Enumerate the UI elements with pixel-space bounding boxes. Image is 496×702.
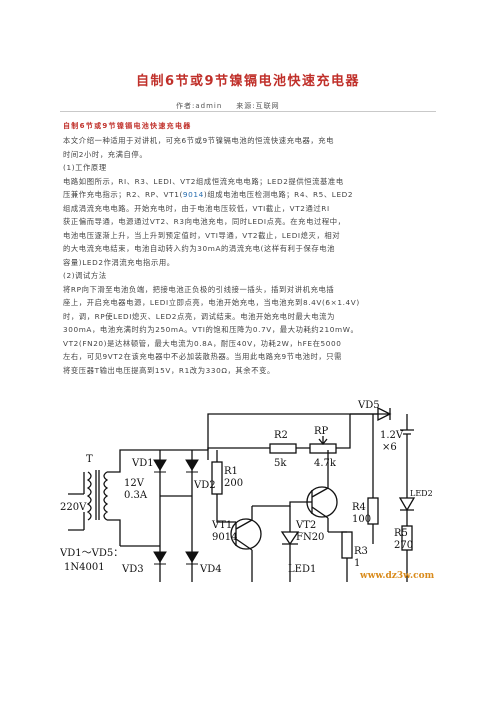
body-line: 将RP向下滑至电池负端，把接电池正负极的引线接一插头，插到对讲机充电插	[63, 283, 435, 297]
text-segment: 将变压器T输出电压提高到15V，R1改为330Ω，其余不变。	[63, 365, 275, 375]
text-segment: (2)调试方法	[63, 271, 107, 280]
article-meta: 作者:admin 来源:互联网	[176, 101, 280, 111]
text-segment: 电路如图所示，RI、R3、LEDI、VT2组成恒流充电电路；LED2提供恒流基准…	[63, 176, 344, 186]
author: 作者:admin	[176, 102, 223, 110]
label-r3: R3	[354, 546, 368, 557]
label-sec2: 0.3A	[124, 490, 148, 501]
body-line: (2)调试方法	[63, 269, 435, 283]
text-segment: 的大电流充电结束，电池自动转入约为30mA的涓流充电(这样有利于保存电池	[63, 244, 336, 253]
body-line: 容量)LED2作涓流充电指示用。	[63, 256, 435, 270]
label-vd3: VD3	[121, 564, 144, 575]
body-line: 时间2小时，充满自停。	[63, 148, 435, 162]
label-vt2: VT2	[295, 520, 316, 531]
label-rpv: 4.7k	[314, 458, 337, 469]
body-line: 电池电压逐渐上升，当上升到预定值时，VTI导通，VT2截止，LEDI熄灭，相对	[63, 229, 435, 243]
text-segment: 座上，开启充电器电源，LEDI立即点亮，电池开始充电，当电池充到8.4V(6×1…	[63, 298, 360, 307]
body-line: 压兼作充电指示；R2、RP、VT1(9014)组成电池电压检测电路；R4、R5、…	[63, 188, 435, 202]
label-r1: R1	[224, 466, 238, 477]
text-segment: 电池电压逐渐上升，当上升到预定值时，VTI导通，VT2截止，LEDI熄灭，相对	[63, 230, 341, 240]
label-vd2: VD2	[193, 480, 216, 491]
label-led2: LED2	[410, 489, 433, 498]
text-segment: 本文介绍一种适用于对讲机，可充6节或9节镍镉电池的恒流快速充电器，充电	[63, 136, 335, 145]
circuit-diagram: T 220V 12V 0.3A VD1 VD2 VD3 VD4 VD5 VD1～…	[60, 400, 435, 582]
divider	[60, 111, 436, 112]
article-body: 本文介绍一种适用于对讲机，可充6节或9节镍镉电池的恒流快速充电器，充电时间2小时…	[63, 134, 435, 377]
body-line: 的大电流充电结束，电池自动转入约为30mA的涓流充电(这样有利于保存电池	[63, 242, 435, 256]
body-line: 座上，开启充电器电源，LEDI立即点亮，电池开始充电，当电池充到8.4V(6×1…	[63, 296, 435, 310]
text-segment: (1)工作原理	[63, 163, 107, 172]
label-vt1v: 9014	[212, 532, 237, 543]
source: 来源:互联网	[236, 102, 280, 110]
text-segment: 时，调，RP使LEDI熄灭、LED2点亮，调试结束。电池开始充电时最大电流为	[63, 311, 335, 321]
body-line: 组成涓流充电电路。开始充电时，由于电池电压较低，VTI截止，VT2通过RI	[63, 202, 435, 216]
body-line: 将变压器T输出电压提高到15V，R1改为330Ω，其余不变。	[63, 364, 435, 378]
label-vt1: VT1	[211, 520, 232, 531]
text-segment: 容量)LED2作涓流充电指示用。	[63, 257, 175, 267]
body-line: 时，调，RP使LEDI熄灭、LED2点亮，调试结束。电池开始充电时最大电流为	[63, 310, 435, 324]
watermark: www.dz3w.com	[359, 571, 435, 581]
text-segment: )组成电池电压检测电路；R4、R5、LED2	[203, 190, 354, 199]
text-segment: 获正偏而导通，电源通过VT2、R3向电池充电，同时LEDI点亮。在充电过程中，	[63, 217, 346, 226]
body-line: 获正偏而导通，电源通过VT2、R3向电池充电，同时LEDI点亮。在充电过程中，	[63, 215, 435, 229]
label-ac: 220V	[60, 502, 87, 513]
body-line: 左右，可见9VT2在该充电器中不必加装散热器。当用此电路充9节电池时，只需	[63, 350, 435, 364]
diode-note2: 1N4001	[64, 562, 105, 573]
label-r1v: 200	[224, 478, 243, 489]
body-line: 300mA，电池充满时约为250mA。VTI的饱和压降为0.7V，最大功耗约21…	[63, 323, 435, 337]
label-batt1: 1.2V	[380, 430, 404, 441]
label-r4v: 100	[352, 514, 371, 525]
label-led1: LED1	[288, 564, 316, 575]
body-line: 电路如图所示，RI、R3、LEDI、VT2组成恒流充电电路；LED2提供恒流基准…	[63, 175, 435, 189]
text-segment: 左右，可见9VT2在该充电器中不必加装散热器。当用此电路充9节电池时，只需	[63, 352, 343, 361]
label-vd4: VD4	[199, 564, 222, 575]
label-r4: R4	[352, 502, 366, 513]
text-segment: 组成涓流充电电路。开始充电时，由于电池电压较低，VTI截止，VT2通过RI	[63, 203, 330, 213]
label-vd5: VD5	[357, 400, 380, 411]
highlight: 9014	[182, 190, 204, 199]
text-segment: 将RP向下滑至电池负端，把接电池正负极的引线接一插头，插到对讲机充电插	[63, 284, 335, 294]
article-subtitle: 自制6节或9节镍镉电池快速充电器	[63, 122, 192, 130]
label-r5v: 270	[394, 540, 413, 551]
diode-note1: VD1～VD5：	[60, 548, 123, 559]
text-segment: 时间2小时，充满自停。	[63, 149, 148, 159]
label-rp: RP	[314, 426, 329, 437]
label-batt2: ×6	[382, 442, 397, 453]
page-title: 自制6节或9节镍镉电池快速充电器	[135, 74, 361, 89]
body-line: (1)工作原理	[63, 161, 435, 175]
text-segment: VT2(FN20)是达林顿管，最大电流为0.8A，耐压40V，功耗2W，hFE在…	[63, 338, 342, 348]
text-segment: 300mA，电池充满时约为250mA。VTI的饱和压降为0.7V，最大功耗约21…	[63, 325, 359, 334]
body-line: 本文介绍一种适用于对讲机，可充6节或9节镍镉电池的恒流快速充电器，充电	[63, 134, 435, 148]
label-r3v: 1	[354, 558, 360, 569]
label-sec1: 12V	[124, 478, 145, 489]
body-line: VT2(FN20)是达林顿管，最大电流为0.8A，耐压40V，功耗2W，hFE在…	[63, 337, 435, 351]
label-r5: R5	[394, 528, 408, 539]
text-segment: 压兼作充电指示；R2、RP、VT1(	[63, 190, 183, 199]
label-r2v: 5k	[274, 458, 287, 469]
label-t: T	[86, 454, 93, 465]
label-r2: R2	[274, 430, 288, 441]
label-vt2v: FN20	[296, 532, 324, 543]
label-vd1: VD1	[131, 458, 154, 469]
